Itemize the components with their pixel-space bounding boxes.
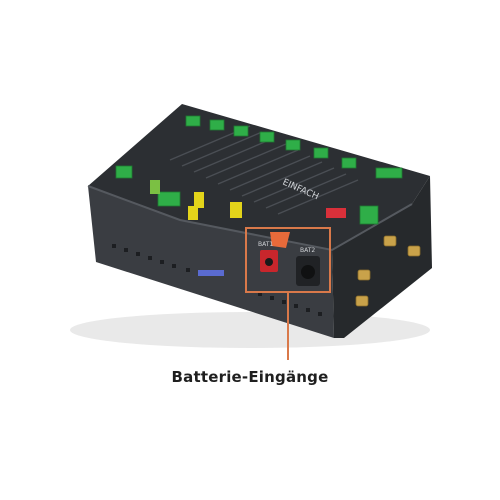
terminal-block: [185, 115, 201, 127]
top-edge: [87, 185, 413, 252]
terminal-block: [313, 147, 329, 159]
antenna-connector: [407, 245, 421, 257]
fuses: [150, 180, 346, 220]
antenna-connectors: [355, 235, 421, 307]
antenna-connector: [355, 295, 369, 307]
terminal-block: [375, 167, 403, 179]
terminal-block: [157, 191, 181, 207]
caption-text: Batterie-Eingänge: [171, 368, 329, 386]
bat2-socket: [301, 265, 315, 279]
fuse: [230, 202, 242, 218]
bat1-socket: [265, 258, 273, 266]
terminal-block: [259, 131, 275, 143]
fuse: [150, 180, 160, 194]
front-vents: [112, 244, 322, 316]
fuse: [188, 206, 198, 220]
terminal-block: [359, 205, 379, 225]
terminal-blocks: [115, 115, 403, 225]
fuse: [194, 192, 204, 208]
terminal-block: [285, 139, 301, 151]
bat2-label: BAT2: [300, 247, 315, 254]
terminal-block: [115, 165, 133, 179]
bat1-label: BAT1: [258, 241, 273, 248]
terminal-block: [209, 119, 225, 131]
terminal-block: [341, 157, 357, 169]
usb-port: [198, 270, 224, 276]
orange-cap: [270, 232, 290, 248]
device-shadow: [70, 312, 430, 348]
fuse: [326, 208, 346, 218]
battery-inputs: [260, 232, 320, 286]
antenna-connector: [383, 235, 397, 247]
terminal-block: [233, 125, 249, 137]
antenna-connector: [357, 269, 371, 281]
